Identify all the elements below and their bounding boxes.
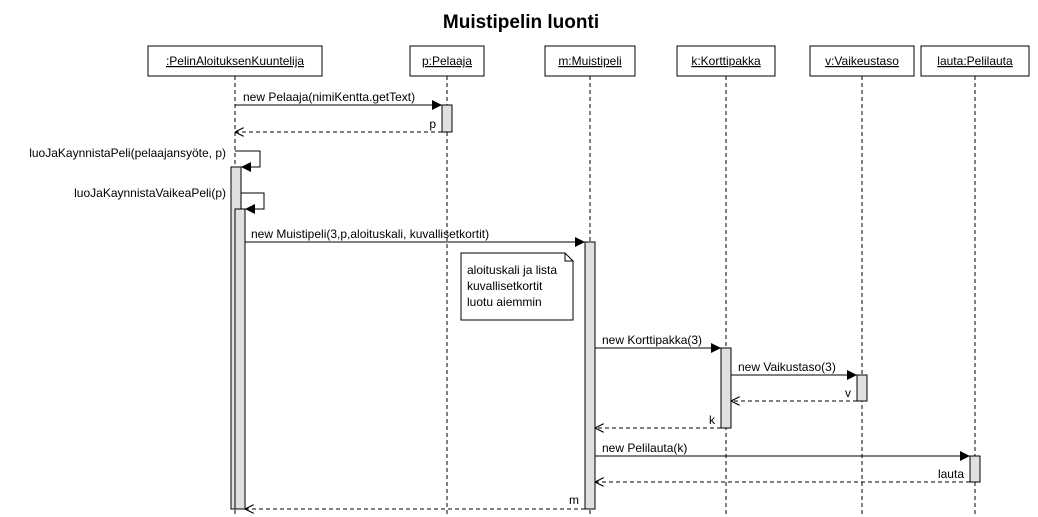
note-line: luotu aiemmin (467, 295, 542, 309)
message-label: luoJaKaynnistaVaikeaPeli(p) (74, 186, 226, 200)
message-self-luoJaKaynnistaPeli: luoJaKaynnistaPeli(pelaajansyöte, p) (29, 146, 261, 172)
message-label: new Pelilauta(k) (602, 441, 687, 455)
participant-vaikeustaso: v:Vaikeustaso (809, 45, 915, 77)
message-label: lauta (938, 467, 964, 481)
message-new-pelilauta: new Pelilauta(k) (595, 441, 970, 461)
message-label: new Pelaaja(nimiKentta.getText) (243, 90, 415, 104)
participant-label: lauta:Pelilauta (937, 54, 1013, 68)
participant-label: k:Korttipakka (691, 54, 761, 68)
participant-muistipeli: m:Muistipeli (544, 45, 636, 77)
message-label: new Vaikustaso(3) (738, 360, 836, 374)
activation-kuuntelija-inner (234, 208, 246, 510)
message-label: p (429, 117, 436, 131)
message-label: luoJaKaynnistaPeli(pelaajansyöte, p) (29, 146, 226, 160)
activation-muistipeli (584, 241, 596, 510)
activation-vaikeustaso (856, 374, 868, 402)
message-new-korttipakka: new Korttipakka(3) (595, 333, 721, 353)
participant-label: p:Pelaaja (422, 54, 472, 68)
note: aloituskali ja lista kuvallisetkortit lu… (460, 252, 574, 321)
message-return-k: k (595, 413, 721, 428)
participant-label: v:Vaikeustaso (825, 54, 899, 68)
message-self-luoJaKaynnistaVaikeaPeli: luoJaKaynnistaVaikeaPeli(p) (74, 186, 265, 214)
activation-pelaaja (441, 104, 453, 133)
participant-pelilauta: lauta:Pelilauta (920, 45, 1030, 77)
message-label: new Korttipakka(3) (602, 333, 702, 347)
message-label: v (845, 386, 851, 400)
message-label: new Muistipeli(3,p,aloituskali, kuvallis… (251, 227, 489, 241)
participant-pelaaja: p:Pelaaja (409, 45, 485, 77)
diagram-title: Muistipelin luonti (443, 12, 599, 33)
message-new-vaikustaso: new Vaikustaso(3) (731, 360, 857, 380)
activation-korttipakka (720, 347, 732, 429)
participant-kuuntelija: :PelinAloituksenKuuntelija (147, 45, 323, 77)
note-line: aloituskali ja lista (467, 263, 557, 277)
activation-pelilauta (969, 455, 981, 483)
message-label: m (569, 493, 579, 507)
participant-label: m:Muistipeli (558, 54, 621, 68)
participant-label: :PelinAloituksenKuuntelija (166, 54, 304, 68)
message-return-p: p (235, 117, 442, 132)
participant-korttipakka: k:Korttipakka (676, 45, 776, 77)
note-line: kuvallisetkortit (467, 279, 543, 293)
message-new-muistipeli: new Muistipeli(3,p,aloituskali, kuvallis… (245, 227, 585, 247)
message-label: k (709, 413, 716, 427)
message-new-pelaaja: new Pelaaja(nimiKentta.getText) (235, 90, 442, 110)
message-return-v: v (731, 386, 857, 401)
message-return-lauta: lauta (595, 467, 970, 482)
activations (230, 104, 981, 510)
message-return-m: m (245, 493, 585, 509)
